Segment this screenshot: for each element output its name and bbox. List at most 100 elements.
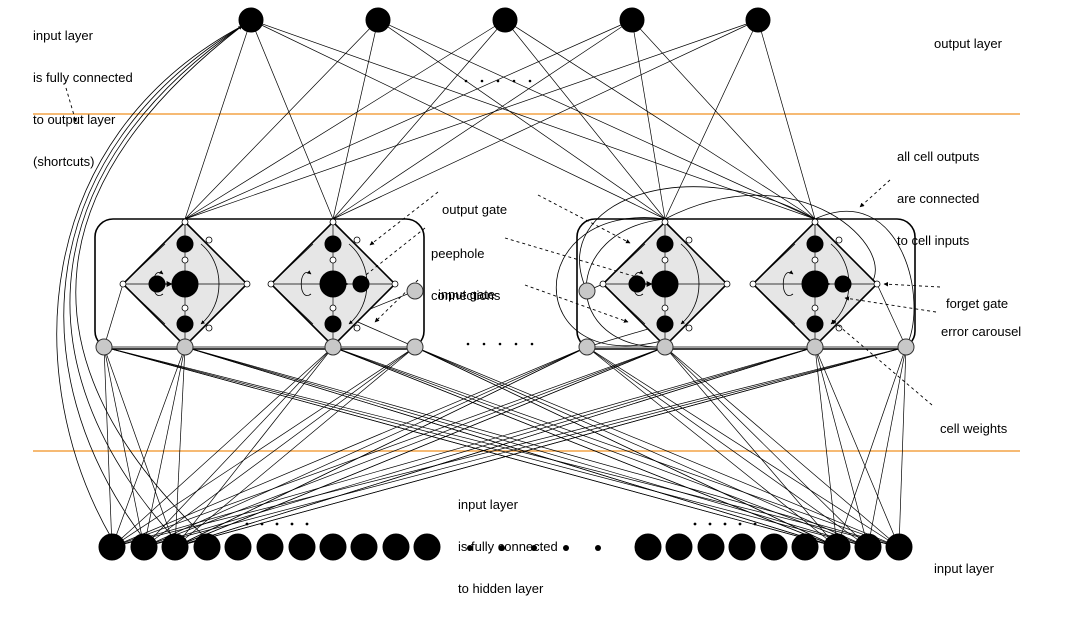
hidden-unit <box>897 338 915 356</box>
input-to-hidden-connection <box>174 346 334 548</box>
label-line: error carousel <box>941 324 1022 339</box>
input-to-hidden-connection <box>103 346 869 548</box>
input-neuron <box>760 533 788 561</box>
annotation-arrow <box>844 296 937 313</box>
input-neuron <box>823 533 851 561</box>
input-to-hidden-connection <box>814 346 900 548</box>
cell-to-output-connection <box>184 19 252 220</box>
input-neuron <box>413 533 441 561</box>
input-gate-label: input gate <box>438 263 495 326</box>
recurrent-connection <box>555 217 666 347</box>
input-neuron <box>665 533 693 561</box>
input-to-hidden-connection <box>111 346 588 548</box>
input-to-hidden-connection <box>143 346 666 548</box>
ellipsis-dot <box>290 522 294 526</box>
label-line: to hidden layer <box>458 581 544 596</box>
ellipsis-dot <box>595 545 601 551</box>
ellipsis-dot <box>464 79 468 83</box>
ellipsis-dot <box>528 79 532 83</box>
input-neuron <box>382 533 410 561</box>
cell-to-output-connection <box>250 19 334 220</box>
input-to-output-shortcut-label: input layer is fully connected to output… <box>33 4 133 193</box>
recurrent-connection <box>814 211 915 348</box>
input-to-hidden-connection <box>586 346 869 548</box>
multiplicative-unit <box>329 304 337 312</box>
multiplicative-unit <box>181 304 189 312</box>
hidden-unit <box>406 282 424 300</box>
input-neuron <box>130 533 158 561</box>
cell-to-output-connection <box>332 19 379 220</box>
input-to-hidden-connection <box>143 346 907 548</box>
cell-internal-connection <box>602 283 646 325</box>
input-to-hidden-connection <box>174 346 186 548</box>
input-to-hidden-connection <box>103 346 900 548</box>
cell-to-output-connection <box>332 19 633 220</box>
multiplicative-unit <box>329 256 337 264</box>
ellipsis-dot <box>693 522 697 526</box>
ellipsis-dot <box>738 522 742 526</box>
ellipsis-dot <box>514 342 518 346</box>
input-neuron <box>161 533 189 561</box>
label-line: input layer <box>33 28 93 43</box>
multiplicative-unit <box>661 304 669 312</box>
cell-internal-connection <box>300 270 312 297</box>
recurrent-connection <box>579 186 816 292</box>
output-neuron <box>365 7 391 33</box>
cell-to-output-connection <box>504 19 816 220</box>
ellipsis-dot <box>245 522 249 526</box>
input-to-hidden-connection <box>111 346 416 548</box>
hidden-unit <box>806 338 824 356</box>
multiplicative-unit <box>835 236 843 244</box>
multiplicative-unit <box>661 256 669 264</box>
multiplicative-unit <box>873 280 881 288</box>
label-line: connections <box>431 288 501 303</box>
input-to-hidden-connection <box>143 346 186 548</box>
ellipsis-dot <box>498 342 502 346</box>
input-to-hidden-connection <box>143 346 416 548</box>
hidden-unit <box>176 338 194 356</box>
annotation-arrow <box>369 191 439 246</box>
multiplicative-unit <box>181 256 189 264</box>
ellipsis-dot <box>496 79 500 83</box>
label-line: input layer <box>458 497 518 512</box>
cell-to-output-connection <box>631 19 666 220</box>
forget-gate-neuron <box>352 275 370 293</box>
label-line: forget gate <box>946 296 1009 311</box>
cell-to-output-connection <box>631 19 816 220</box>
annotation-arrow <box>524 284 629 323</box>
forget-gate-neuron <box>148 275 166 293</box>
hidden-unit <box>578 282 596 300</box>
ellipsis-dot <box>499 545 505 551</box>
cell-to-output-connection <box>250 19 666 220</box>
input-to-hidden-connection <box>664 346 900 548</box>
annotation-arrow <box>374 279 419 323</box>
ellipsis-dot <box>708 522 712 526</box>
cell-internal-connection <box>782 270 794 297</box>
cell-to-output-connection <box>332 19 759 220</box>
input-gate-neuron <box>176 315 194 333</box>
input-neuron <box>224 533 252 561</box>
label-line: cell weights <box>940 421 1008 436</box>
input-to-hidden-connection <box>814 346 838 548</box>
label-line: to output layer <box>33 112 116 127</box>
multiplicative-unit <box>205 236 213 244</box>
memory-block-right <box>576 218 916 350</box>
ellipsis-dot <box>723 522 727 526</box>
hidden-unit <box>406 338 424 356</box>
multiplicative-unit <box>243 280 251 288</box>
unit-to-cell-connection <box>876 283 907 348</box>
cell-internal-connection <box>122 283 166 325</box>
input-neuron <box>697 533 725 561</box>
hidden-unit <box>578 338 596 356</box>
ellipsis-dot <box>305 522 309 526</box>
ellipsis-dot <box>530 342 534 346</box>
error-carousel-label: error carousel <box>941 300 1021 363</box>
output-layer-label: output layer <box>934 12 1002 75</box>
ellipsis-dot <box>753 522 757 526</box>
label-line: to cell inputs <box>897 233 970 248</box>
multiplicative-unit <box>685 324 693 332</box>
cell-internal-connection <box>602 243 646 285</box>
cell-to-output-connection <box>184 19 379 220</box>
output-neuron <box>619 7 645 33</box>
ellipsis-dot <box>275 522 279 526</box>
